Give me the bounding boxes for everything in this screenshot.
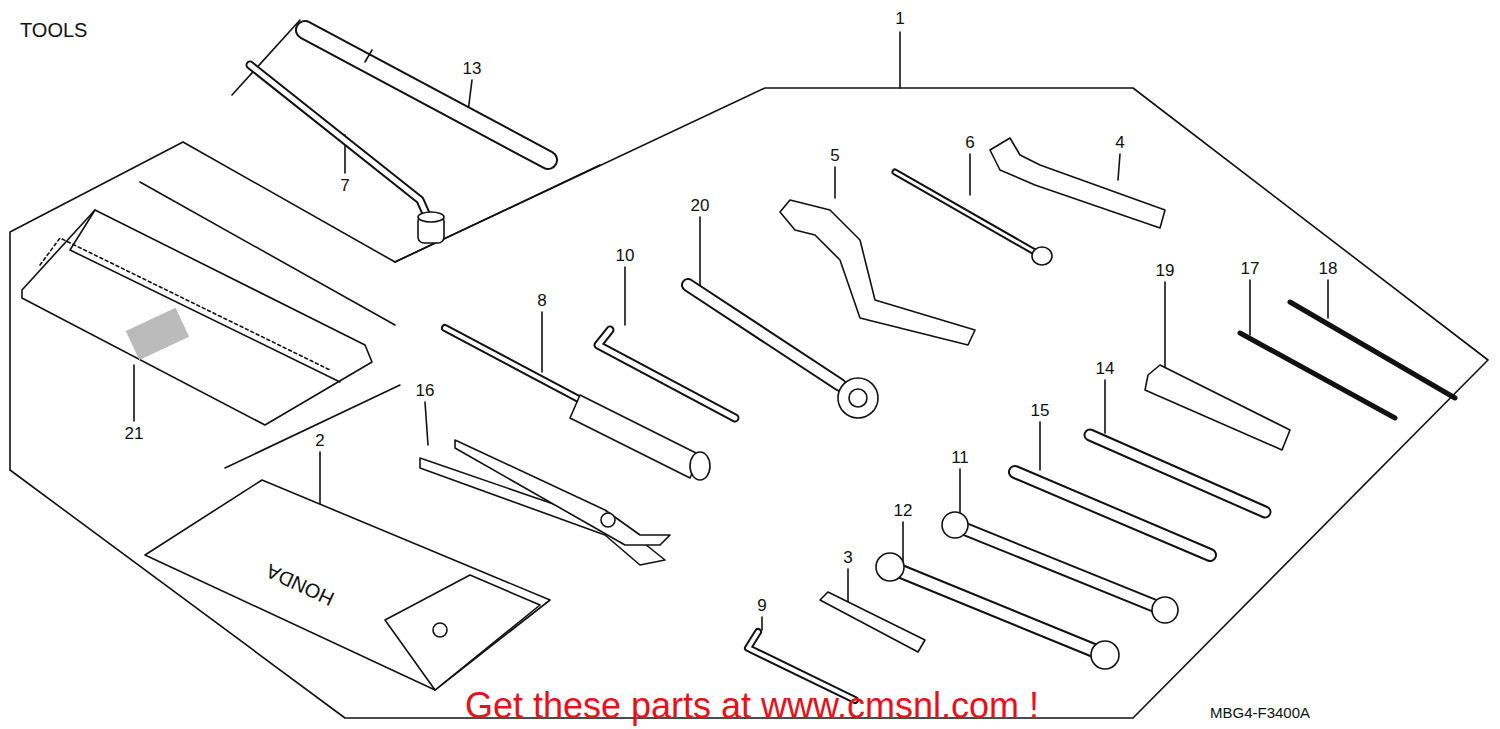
watermark-text: Get these parts at www.cmsnl.com !	[465, 688, 1039, 724]
callout-number: 5	[830, 147, 839, 164]
callout-number: 9	[757, 597, 766, 614]
callout-number: 13	[463, 60, 482, 77]
callout-number: 2	[315, 432, 324, 449]
callout-number: 11	[951, 449, 969, 466]
callout-number: 10	[616, 247, 635, 264]
callout-number: 18	[1319, 260, 1338, 277]
callout-number: 8	[537, 292, 546, 309]
callout-number: 12	[894, 502, 913, 519]
callout-number: 7	[340, 177, 349, 194]
callout-number: 4	[1115, 134, 1124, 151]
callout-number: 6	[965, 134, 974, 151]
callout-number: 17	[1241, 260, 1260, 277]
callout-number: 19	[1156, 262, 1175, 279]
callout-number: 15	[1031, 402, 1050, 419]
callout-number: 21	[125, 425, 144, 442]
callout-number: 3	[843, 549, 852, 566]
drawing-code: MBG4-F3400A	[1210, 705, 1310, 720]
callout-number: 16	[416, 382, 435, 399]
diagram-title: TOOLS	[20, 20, 87, 40]
callout-number: 20	[691, 197, 710, 214]
callout-number: 1	[895, 10, 904, 27]
callout-number: 14	[1096, 360, 1115, 377]
